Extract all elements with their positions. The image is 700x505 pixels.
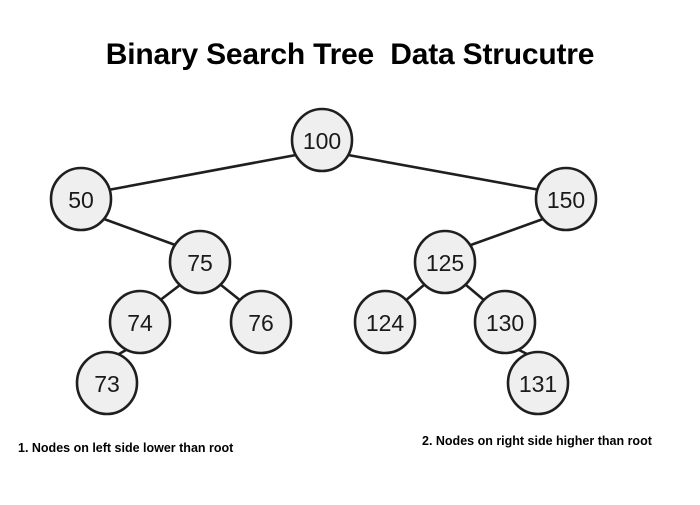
node-shape-75 — [168, 229, 232, 295]
node-shape-100 — [290, 107, 354, 173]
tree-edge-n74-to-n73 — [117, 348, 128, 356]
tree-node-100[interactable]: 100 — [290, 107, 354, 173]
node-shape-130 — [473, 289, 537, 355]
node-shape-73 — [75, 350, 139, 416]
tree-edge-n150-to-n125 — [466, 217, 545, 248]
caption-right-rule: 2. Nodes on right side higher than root — [422, 434, 652, 448]
node-shape-74 — [108, 289, 172, 355]
tree-edge-n100-to-n50 — [106, 153, 298, 192]
node-label-130: 130 — [486, 310, 524, 336]
tree-node-74[interactable]: 74 — [108, 289, 172, 355]
tree-node-124[interactable]: 124 — [353, 289, 417, 355]
node-label-50: 50 — [68, 187, 94, 213]
node-shape-150 — [534, 166, 598, 232]
node-label-100: 100 — [303, 128, 341, 154]
node-label-150: 150 — [547, 187, 585, 213]
node-label-124: 124 — [366, 310, 405, 336]
tree-node-150[interactable]: 150 — [534, 166, 598, 232]
tree-edge-n125-to-n130 — [464, 283, 487, 303]
tree-edge-n75-to-n74 — [157, 283, 182, 303]
tree-edge-n125-to-n124 — [403, 283, 426, 303]
tree-edge-n75-to-n76 — [219, 283, 243, 303]
tree-node-50[interactable]: 50 — [49, 166, 113, 232]
node-shape-124 — [353, 289, 417, 355]
node-label-73: 73 — [94, 371, 120, 397]
node-shape-76 — [229, 289, 293, 355]
tree-node-125[interactable]: 125 — [413, 229, 477, 295]
tree-node-131[interactable]: 131 — [506, 350, 570, 416]
tree-edge-n100-to-n150 — [346, 153, 542, 192]
node-layer: 100 50 150 75 125 74 76 124 130 73 131 — [49, 107, 598, 416]
page-title: Binary Search Tree Data Strucutre — [105, 38, 595, 71]
node-label-75: 75 — [187, 250, 213, 276]
edge-layer — [102, 153, 545, 356]
node-label-125: 125 — [426, 250, 464, 276]
node-label-74: 74 — [127, 310, 153, 336]
node-shape-50 — [49, 166, 113, 232]
node-label-131: 131 — [519, 371, 557, 397]
tree-node-73[interactable]: 73 — [75, 350, 139, 416]
tree-edge-n50-to-n75 — [102, 217, 180, 248]
node-shape-131 — [506, 350, 570, 416]
caption-left-rule: 1. Nodes on left side lower than root — [18, 441, 234, 455]
node-shape-125 — [413, 229, 477, 295]
node-label-76: 76 — [248, 310, 274, 336]
tree-node-75[interactable]: 75 — [168, 229, 232, 295]
tree-node-76[interactable]: 76 — [229, 289, 293, 355]
tree-node-130[interactable]: 130 — [473, 289, 537, 355]
